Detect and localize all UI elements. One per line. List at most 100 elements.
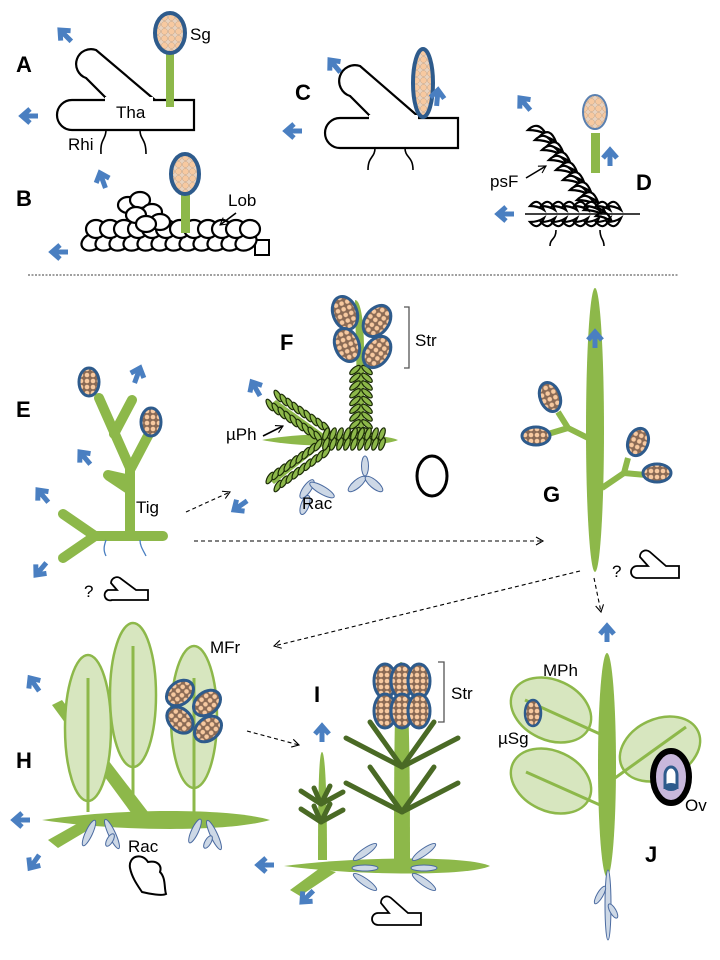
growth-arrow-icon [315, 726, 329, 742]
leaflet [527, 200, 547, 213]
sporophyte-stalk [166, 50, 174, 107]
rhizoid [100, 129, 107, 155]
sporangium [193, 714, 223, 744]
transition-arrow-e-f [185, 490, 232, 513]
panel-letter-g: G [543, 482, 560, 507]
microphyll [357, 427, 365, 441]
leaflet [582, 200, 602, 213]
microphyll [361, 395, 373, 407]
growth-arrow-icon [24, 851, 45, 872]
sporangium [361, 334, 393, 370]
panel-j: MPh µSg Ov J [498, 626, 707, 941]
microphyll [361, 388, 373, 399]
ovule [650, 748, 692, 806]
label-str: Str [451, 684, 473, 703]
panel-letter-h: H [16, 748, 32, 773]
leaflet [549, 215, 569, 228]
leaflet [527, 215, 547, 228]
label-tig: Tig [136, 498, 159, 517]
panel-c: C [286, 47, 460, 171]
megaspore-icon [415, 454, 449, 498]
sporangium [582, 94, 608, 130]
microphyll [364, 437, 372, 451]
pseudo-fronds [525, 124, 640, 228]
stem [598, 653, 616, 877]
heart-shaped-thallus-icon [128, 855, 168, 896]
growth-arrow-icon [52, 245, 68, 259]
microphyll [349, 388, 361, 399]
growth-arrow-icon [600, 626, 614, 642]
label-tha: Tha [116, 103, 146, 122]
leaflet [560, 215, 580, 228]
sporophyte-stalk [181, 191, 190, 233]
rhizoid [139, 539, 147, 557]
panel-letter-d: D [636, 170, 652, 195]
stem [586, 288, 604, 572]
microphyll [361, 372, 373, 383]
rhizoid [139, 129, 147, 155]
sporangium [520, 425, 552, 447]
growth-arrow-icon [515, 94, 536, 115]
label-mph: MPh [543, 661, 578, 680]
growth-arrow-icon [498, 207, 514, 221]
growth-arrow-icon [33, 486, 54, 507]
microphyll [313, 438, 323, 452]
microphyll [371, 427, 379, 441]
pointer-arrow [262, 425, 284, 437]
microphyll [378, 437, 386, 451]
sporangium [332, 327, 362, 363]
megaphyll [509, 747, 593, 815]
question-mark: ? [84, 582, 93, 601]
panel-letter-e: E [16, 397, 31, 422]
microphyll [322, 437, 330, 451]
microphyll [364, 427, 372, 441]
label-psf: psF [490, 172, 518, 191]
microphyll [329, 427, 337, 441]
question-mark: ? [612, 562, 621, 581]
leaflet [538, 215, 558, 228]
rhizophores [299, 455, 384, 515]
label-str: Str [415, 331, 437, 350]
sporangium [153, 11, 187, 55]
growth-arrow-icon [75, 448, 96, 469]
microphyll [349, 411, 361, 422]
microphyll [350, 437, 358, 451]
branching-axes [58, 393, 168, 563]
growth-arrow-icon [24, 674, 45, 695]
panel-b: B Lob [16, 152, 270, 259]
label-muph: µPh [226, 425, 257, 444]
microphyll [349, 403, 361, 414]
panel-letter-f: F [280, 330, 293, 355]
rhizoid [404, 147, 414, 171]
label-musg: µSg [498, 729, 529, 748]
sporangium [330, 295, 360, 331]
sporangium [169, 152, 201, 196]
leaflet [571, 215, 591, 228]
sporangium [625, 426, 651, 458]
label-rhi: Rhi [68, 135, 94, 154]
sporangium [77, 366, 101, 398]
microphyll [361, 380, 373, 391]
rhizoid [103, 539, 107, 557]
rhizophores [351, 842, 438, 892]
rhizoid [367, 147, 376, 171]
leaflet [549, 200, 569, 213]
thallus-outline [55, 48, 196, 132]
pointer-arrow [525, 165, 547, 179]
transition-arrow-h-i [246, 730, 301, 748]
panel-i: I Str [258, 661, 490, 926]
strobilus-bracket [404, 306, 410, 369]
panel-g: G ? [520, 288, 680, 581]
panel-f: F Str µPh Rac [226, 295, 449, 516]
thallus-shape-icon [103, 576, 149, 602]
growth-arrow-icon [603, 150, 617, 166]
label-rac: Rac [128, 837, 159, 856]
sporangium [361, 303, 393, 339]
microphyll [329, 437, 337, 451]
growth-arrow-icon [55, 25, 76, 46]
panel-letter-c: C [295, 80, 311, 105]
microphyll [336, 427, 344, 441]
microphyll [350, 427, 358, 441]
rhizoid [549, 229, 557, 247]
